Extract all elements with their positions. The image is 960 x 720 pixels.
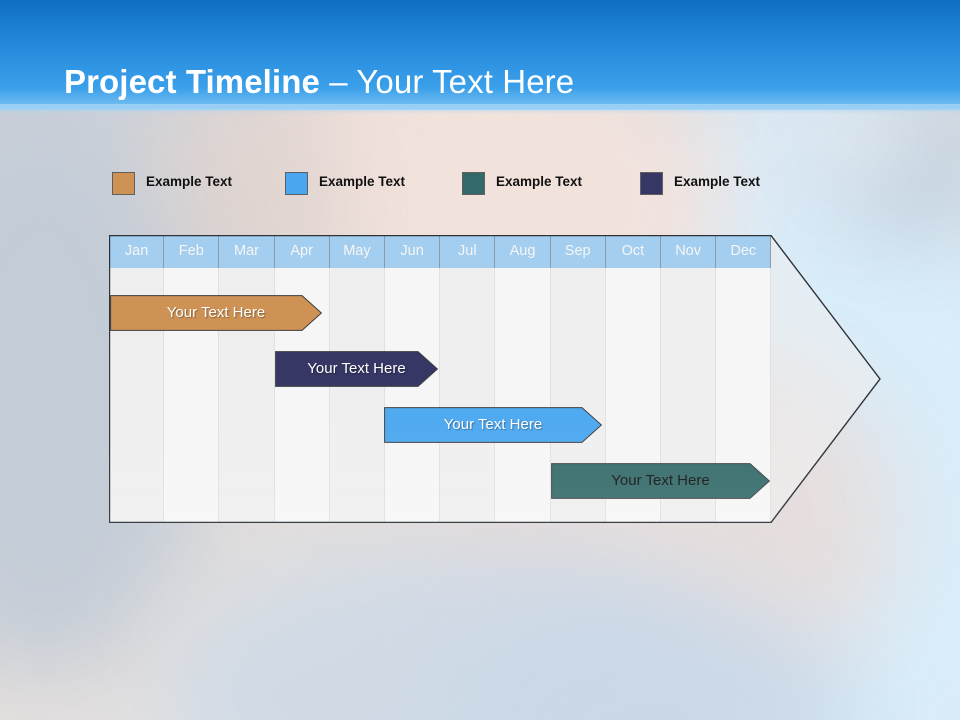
task-bar-label: Your Text Here: [307, 360, 406, 377]
month-header-apr[interactable]: Apr: [274, 235, 330, 268]
month-header-may[interactable]: May: [329, 235, 385, 268]
legend-label: Example Text: [319, 174, 406, 189]
month-header-feb[interactable]: Feb: [164, 235, 220, 268]
month-header-sep[interactable]: Sep: [550, 235, 606, 268]
banner-glow-strip: [0, 104, 960, 114]
month-header-nov[interactable]: Nov: [661, 235, 717, 268]
month-header-aug[interactable]: Aug: [495, 235, 551, 268]
legend-label: Example Text: [496, 174, 583, 189]
timeline-task-bar[interactable]: Your Text Here: [384, 407, 602, 443]
month-header-oct[interactable]: Oct: [605, 235, 661, 268]
task-bar-arrow-icon: [275, 351, 438, 387]
month-header-dec[interactable]: Dec: [716, 235, 772, 268]
task-bar-label: Your Text Here: [443, 416, 543, 433]
page-title-strong: Project Timeline: [64, 63, 320, 100]
timeline-month-cell: [495, 268, 551, 523]
page-title: Project Timeline – Your Text Here: [64, 60, 574, 104]
timeline-month-cell: [385, 268, 441, 523]
timeline-task-bar[interactable]: Your Text Here: [275, 351, 438, 387]
month-header-jun[interactable]: Jun: [385, 235, 441, 268]
legend-swatch-icon: [640, 172, 663, 195]
month-header-jul[interactable]: Jul: [440, 235, 496, 268]
task-bar-label: Your Text Here: [166, 304, 266, 321]
legend-swatch-icon: [462, 172, 485, 195]
legend: Example Text Example Text Example Text Exam…: [112, 170, 812, 195]
timeline-month-column: Feb: [164, 235, 220, 523]
timeline-task-bar[interactable]: Your Text Here: [551, 463, 770, 499]
timeline-month-column: Aug: [495, 235, 551, 523]
legend-label: Example Text: [674, 174, 761, 189]
month-header-jan[interactable]: Jan: [109, 235, 165, 268]
title-banner: [0, 0, 960, 110]
legend-swatch-icon: [285, 172, 308, 195]
task-bar-label: Your Text Here: [611, 472, 710, 489]
task-bar-arrow-icon: [551, 463, 770, 499]
legend-label: Example Text: [146, 174, 233, 189]
page-title-separator: –: [319, 63, 357, 100]
timeline-month-column: Jan: [109, 235, 165, 523]
timeline-month-column: Mar: [219, 235, 275, 523]
task-bar-arrow-icon: [384, 407, 602, 443]
legend-swatch-icon: [112, 172, 135, 195]
page-title-light: Your Text Here: [356, 63, 575, 100]
timeline-task-bar[interactable]: Your Text Here: [110, 295, 322, 331]
task-bar-arrow-icon: [110, 295, 322, 331]
month-header-mar[interactable]: Mar: [219, 235, 275, 268]
timeline-month-cell: [440, 268, 496, 523]
